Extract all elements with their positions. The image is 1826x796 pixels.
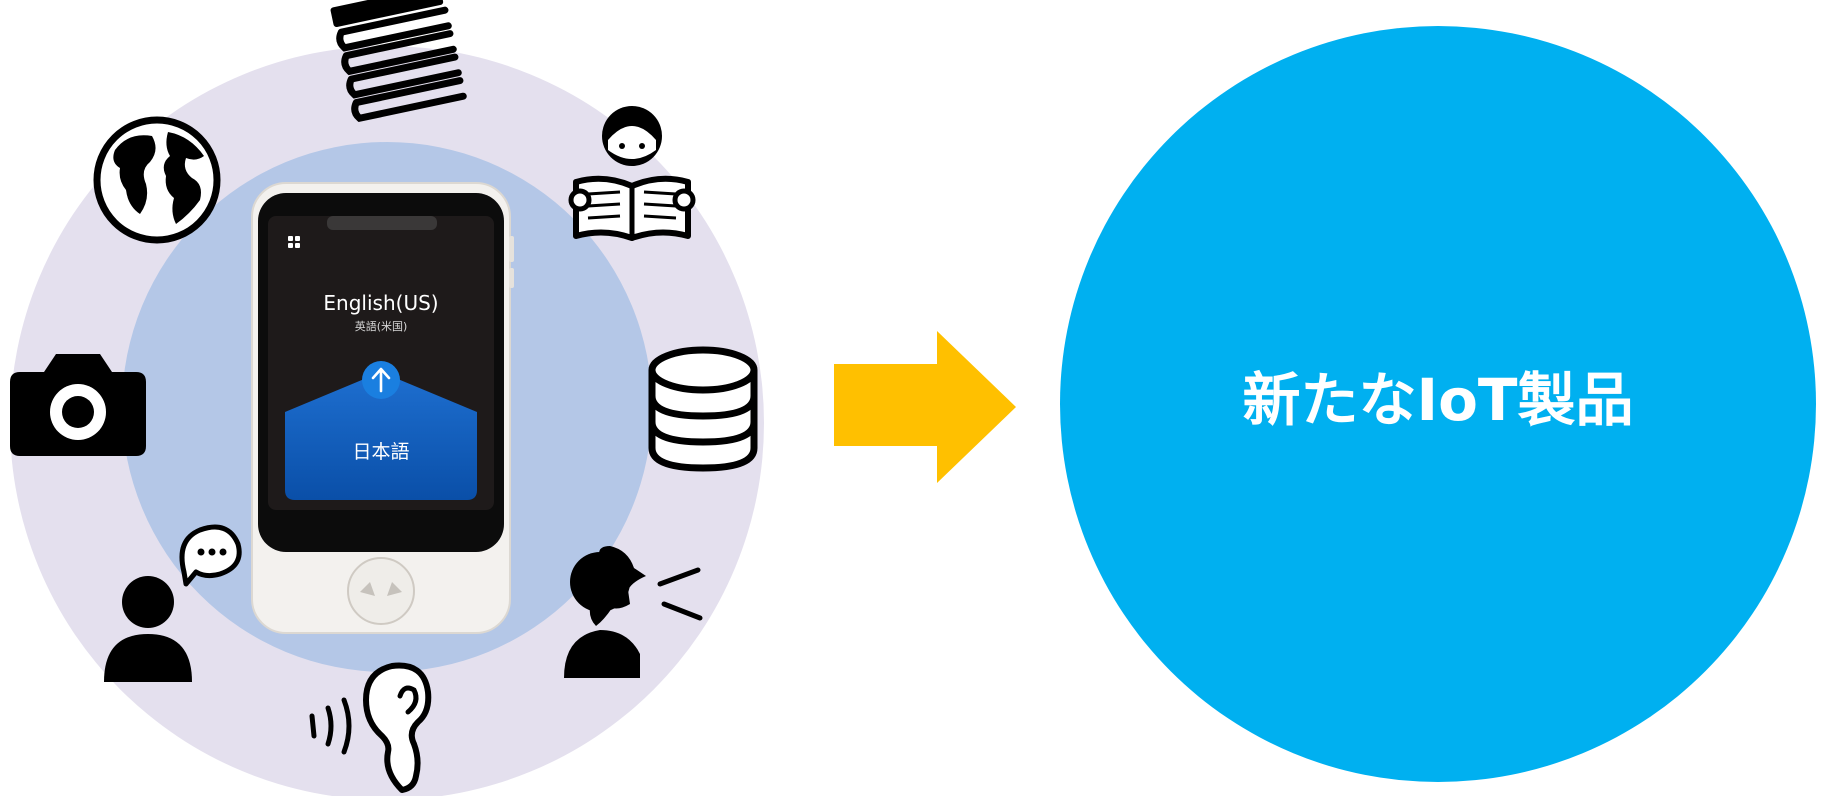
person-reading-icon	[568, 106, 696, 241]
home-button[interactable]	[347, 557, 415, 625]
result-label: 新たなIoT製品	[1243, 366, 1634, 434]
source-language-button[interactable]	[285, 372, 477, 500]
ear-listening-icon	[309, 662, 432, 793]
language-subtitle: 英語(米国)	[355, 319, 408, 333]
source-language-label: 日本語	[352, 441, 409, 463]
menu-icon[interactable]	[288, 236, 300, 248]
swap-arrow-icon[interactable]	[362, 361, 400, 399]
result-circle	[1060, 26, 1816, 782]
flow-arrow	[834, 331, 1016, 483]
books-icon	[330, 0, 467, 123]
person-speaking-icon	[564, 546, 703, 678]
camera-icon	[10, 354, 146, 456]
translator-device: English(US) 英語(米国) 日本語	[251, 182, 514, 634]
globe-icon	[93, 116, 221, 244]
database-icon	[648, 346, 758, 472]
language-title: English(US)	[323, 291, 438, 315]
person-chat-icon	[104, 524, 242, 682]
